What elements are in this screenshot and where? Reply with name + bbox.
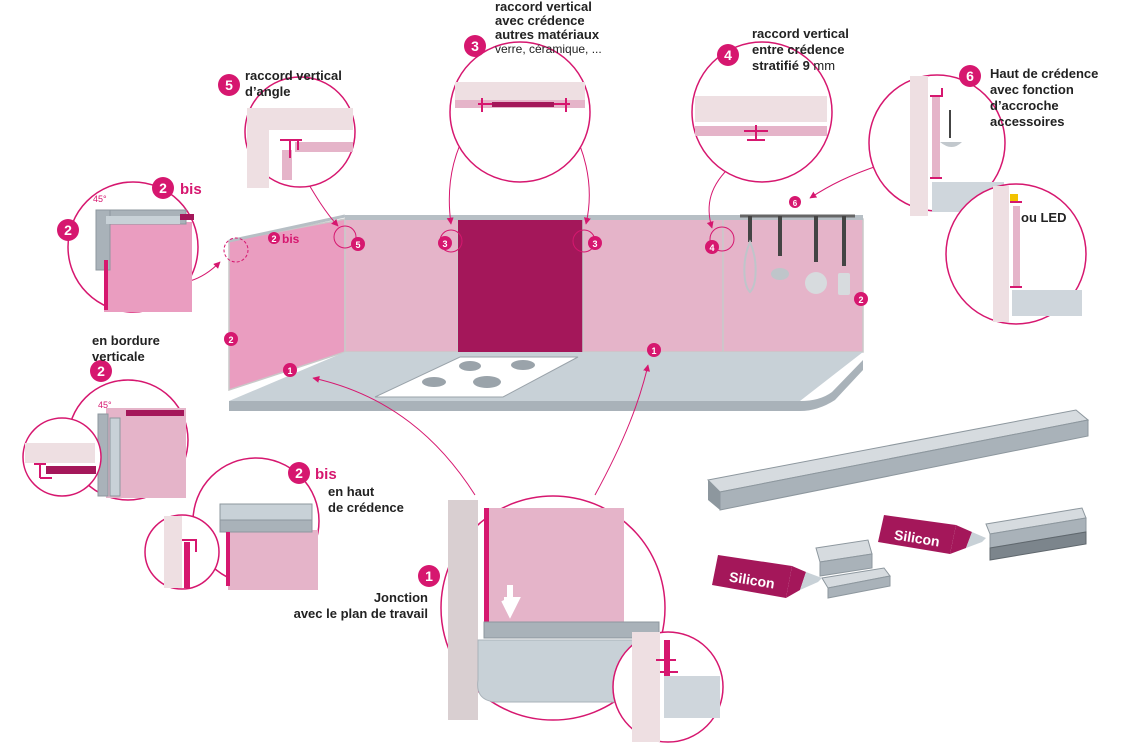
scene-marker-5: 5 [351,237,365,251]
svg-text:45°: 45° [93,194,107,204]
short-profile-left [815,539,891,599]
callout-badge-5: 5 [218,74,240,96]
callout-badge-2: 2 [90,360,112,382]
scene-marker-1a: 1 [283,363,297,377]
callout-badge-1: 1 [418,565,440,587]
detail-2bis-top-edge-inset [144,514,220,590]
callout-6-text: Haut de crédence avec fonction d’accroch… [990,66,1099,129]
svg-text:bis: bis [180,181,202,198]
kitchen-scene: 2 bis 5 3 3 4 6 2 2 1 1 [223,196,868,411]
svg-text:6: 6 [966,68,974,84]
top-profile [345,215,863,220]
scene-marker-3a: 3 [438,236,452,250]
svg-text:4: 4 [724,47,732,63]
svg-text:45°: 45° [98,400,112,410]
svg-text:6: 6 [793,199,798,208]
svg-text:Silicon: Silicon [893,527,941,550]
svg-text:5: 5 [225,77,233,93]
detail-2-vertical-edge-inset [22,417,102,497]
detail-5-corner-joint [244,76,356,188]
scene-marker-1b: 1 [647,343,661,357]
callout-badge-2bis-low: 2 bis [288,462,337,484]
svg-text:3: 3 [471,38,479,54]
svg-text:2: 2 [295,465,303,481]
worktop [229,352,863,401]
svg-text:2: 2 [159,180,167,196]
svg-text:1: 1 [651,346,656,356]
svg-text:3: 3 [442,239,447,249]
back-panel-2 [582,218,724,353]
callout-4-text: raccord vertical entre crédence stratifi… [752,26,849,73]
hanging-utensils [740,214,855,295]
scene-marker-2-right: 2 [854,292,868,306]
callout-badge-2-side: 2 [57,219,79,241]
svg-text:Silicon: Silicon [728,569,776,592]
callout-badge-6: 6 [959,65,981,87]
detail-1-inset [612,631,724,743]
short-profile-right [985,507,1087,561]
connector-arrows [189,111,881,496]
silicon-tube-2: Silicon [878,515,986,554]
back-panel-feature [458,219,583,352]
scene-marker-6: 6 [789,196,801,208]
led-text: ou LED [1021,210,1067,225]
callout-3-text: raccord vertical avec crédence autres ma… [495,0,602,56]
detail-3-other-materials [449,41,591,183]
svg-text:3: 3 [592,239,597,249]
svg-text:5: 5 [355,240,360,250]
svg-text:2: 2 [97,363,105,379]
scene-marker-3b: 3 [588,236,602,250]
svg-text:2: 2 [228,335,233,345]
svg-text:bis: bis [315,466,337,483]
scene-marker-4: 4 [705,240,719,254]
callout-badge-3: 3 [464,35,486,57]
svg-text:1: 1 [287,366,292,376]
scene-marker-2bis: 2 bis [268,232,300,246]
detail-2bis-corner: 45° [67,181,199,313]
svg-text:4: 4 [709,243,714,253]
svg-text:bis: bis [282,232,300,246]
svg-text:2: 2 [271,234,276,244]
svg-text:2: 2 [858,295,863,305]
scene-marker-2-left: 2 [224,332,238,346]
silicon-tube-1: Silicon [712,555,822,598]
detail-2bis-top-edge [192,457,320,590]
long-aluminium-profile [706,409,1090,511]
detail-led [945,183,1087,325]
callout-badge-2bis-top: 2 bis [152,177,202,199]
svg-text:2: 2 [64,222,72,238]
callout-badge-4: 4 [717,44,739,66]
svg-text:1: 1 [425,568,433,584]
detail-4-laminate-joint [691,41,833,183]
